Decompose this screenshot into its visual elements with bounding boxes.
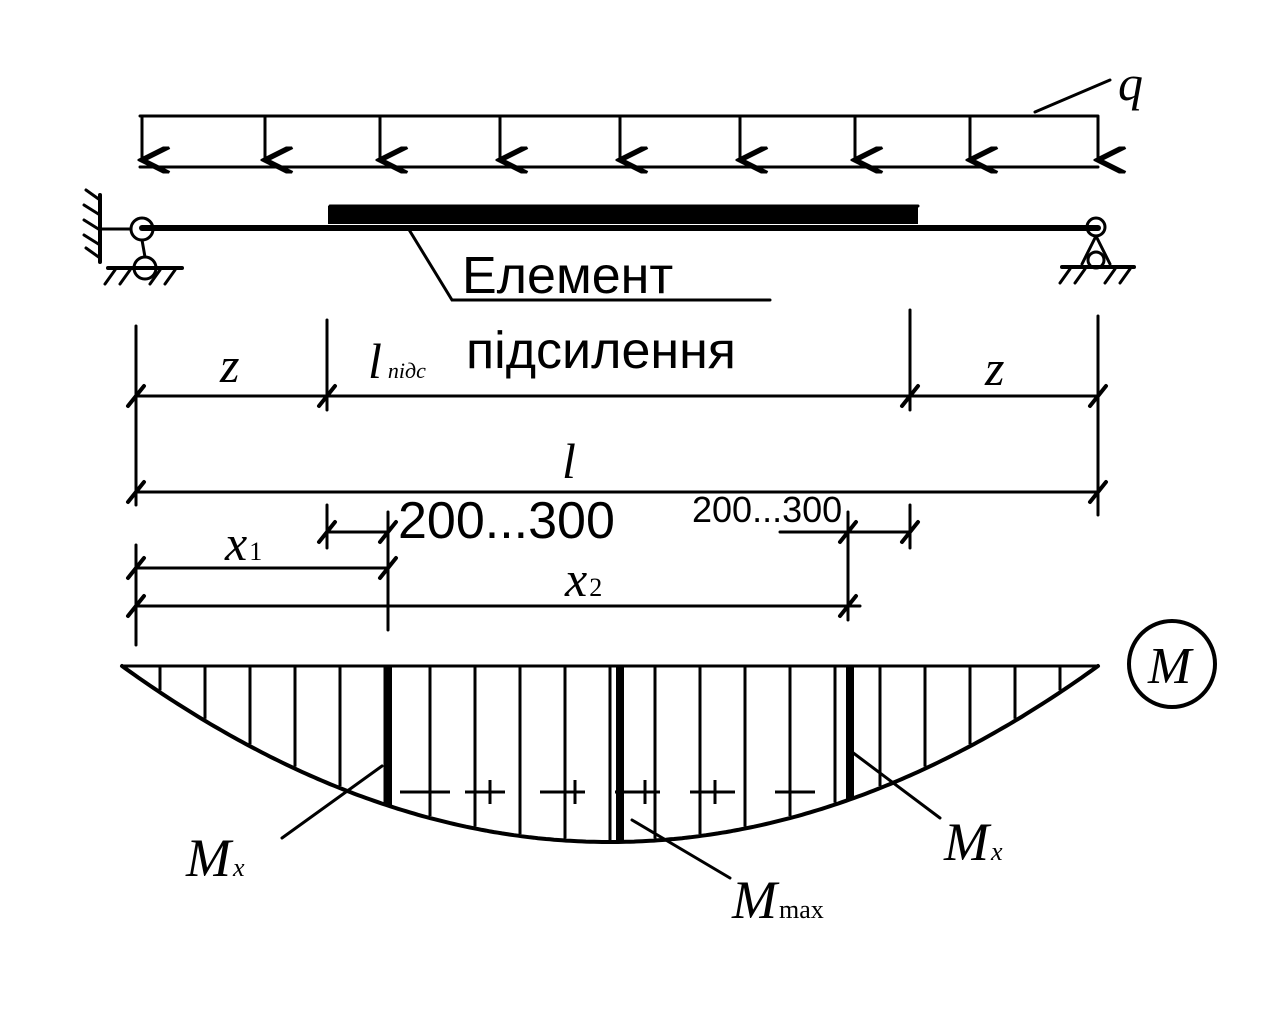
element-label-line1: Елемент bbox=[462, 247, 673, 305]
x1-label: x1 bbox=[224, 515, 262, 571]
moment-circle bbox=[1127, 619, 1217, 709]
left-pin-support bbox=[82, 188, 184, 286]
load-arrows bbox=[142, 116, 1098, 160]
reinforcement-element bbox=[328, 206, 918, 224]
mx-right-label: Mx bbox=[943, 812, 1003, 872]
right-roller-support bbox=[1058, 216, 1136, 285]
q-leader-line bbox=[1033, 78, 1112, 114]
moment-hatching bbox=[158, 666, 1062, 842]
q-label: q bbox=[1118, 55, 1143, 111]
beam bbox=[139, 204, 1101, 231]
moment-diagram: M Mx Mx Mmax bbox=[120, 619, 1217, 930]
dim-200-300-right: 200...300 bbox=[692, 489, 842, 530]
reinforcement-label-group: Елемент підсилення bbox=[406, 226, 772, 380]
mmax-label: Mmax bbox=[731, 870, 824, 930]
mx-left-label: Mx bbox=[185, 828, 245, 888]
l-total-label: l bbox=[562, 433, 576, 489]
x2-label: x2 bbox=[564, 551, 602, 607]
moment-parabola bbox=[120, 664, 1100, 844]
element-label-line2: підсилення bbox=[466, 322, 736, 380]
z-left-label: z bbox=[219, 337, 239, 393]
dim-200-300-left: 200...300 bbox=[398, 492, 615, 550]
distributed-load: q bbox=[140, 55, 1143, 167]
z-right-label: z bbox=[984, 340, 1004, 396]
moment-sign-marks bbox=[400, 780, 815, 804]
moment-symbol: M bbox=[1147, 638, 1194, 695]
